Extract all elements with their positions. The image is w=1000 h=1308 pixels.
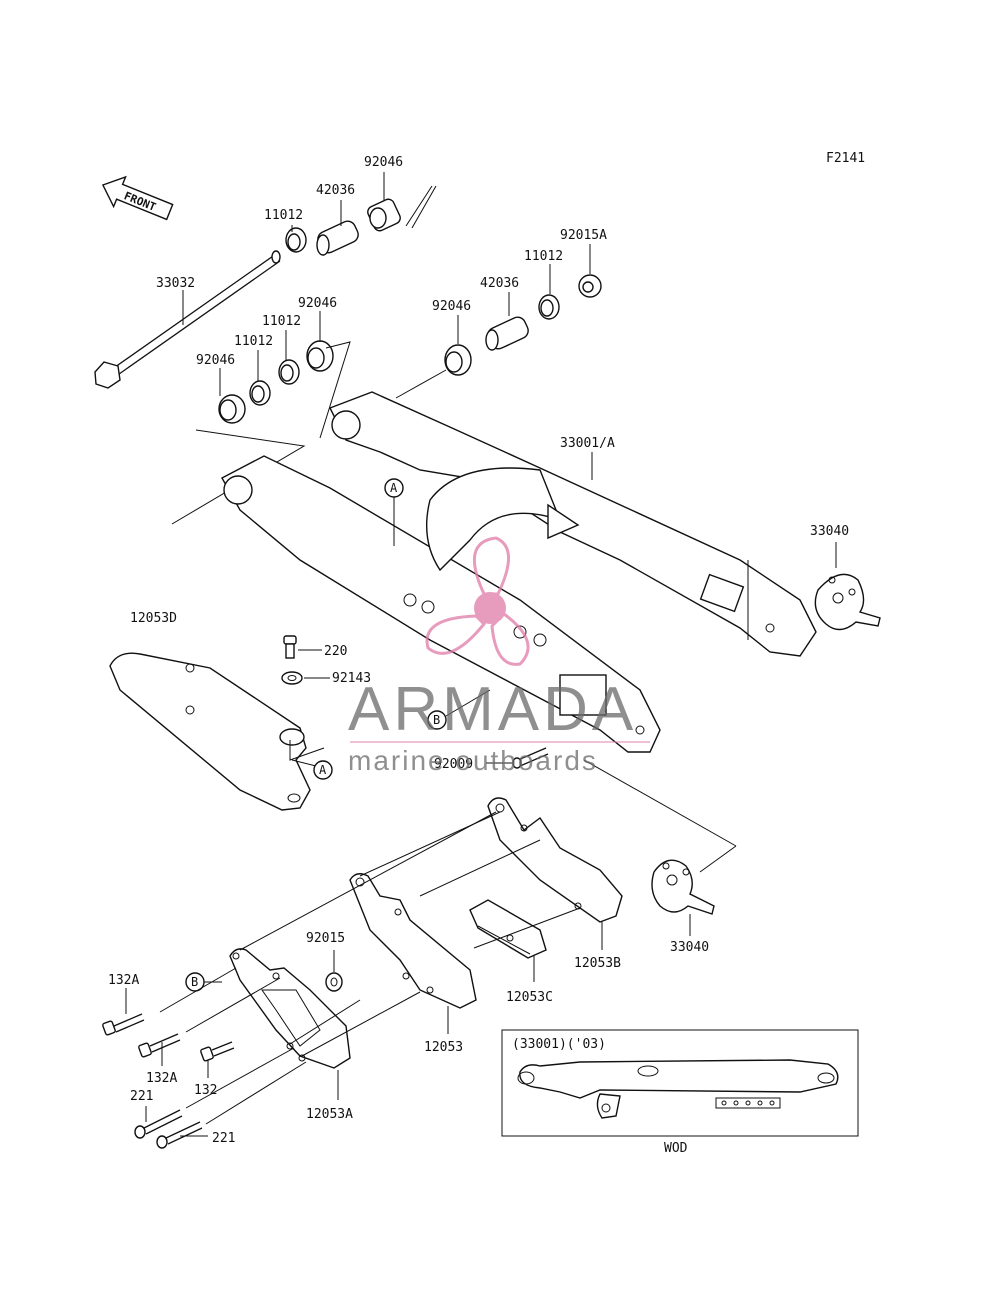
seal-11012-left-upper <box>278 359 300 385</box>
label-132A-lower: 132A <box>146 1071 177 1086</box>
label-92143: 92143 <box>332 671 371 686</box>
label-92015: 92015 <box>306 931 345 946</box>
screw-221-lower <box>156 1121 203 1149</box>
inset-box: (33001)('03) <box>501 1029 859 1137</box>
watermark-brand: ARMADA <box>348 675 637 744</box>
chain-guide-12053D <box>109 652 311 811</box>
seal-11012-right <box>538 294 560 320</box>
inset-title: (33001)('03) <box>512 1037 606 1052</box>
collar-42036-top <box>316 220 359 256</box>
label-92046-right: 92046 <box>432 299 471 314</box>
label-11012-left-upper: 11012 <box>262 314 301 329</box>
bearing-92046-left-upper <box>306 340 334 372</box>
bolt-132A-upper <box>102 1013 145 1036</box>
front-arrow-icon: FRONT <box>101 175 174 221</box>
bolt-220 <box>283 635 297 659</box>
label-11012-left-lower: 11012 <box>234 334 273 349</box>
ref-circle-a-upper: A <box>384 478 404 498</box>
bearing-92046-right <box>444 344 472 376</box>
label-42036-right: 42036 <box>480 276 519 291</box>
label-221-upper: 221 <box>130 1089 153 1104</box>
adjuster-plate-33040-bottom <box>651 859 715 915</box>
guard-plate-12053B <box>487 797 623 923</box>
swingarm <box>221 391 817 753</box>
label-12053A: 12053A <box>306 1107 353 1122</box>
bearing-92046-left-lower <box>218 394 246 424</box>
screw-221-upper <box>134 1109 183 1139</box>
figure-code: F2141 <box>826 151 865 166</box>
slider-pad-12053C <box>469 899 547 959</box>
label-33040-top: 33040 <box>810 524 849 539</box>
label-132: 132 <box>194 1083 217 1098</box>
collar-42036-right <box>485 316 529 351</box>
nut-92015A <box>578 274 602 298</box>
label-92046-top: 92046 <box>364 155 403 170</box>
label-42036-top: 42036 <box>316 183 355 198</box>
label-33001A: 33001/A <box>560 436 615 451</box>
guard-plate-12053 <box>349 873 477 1009</box>
bolt-132 <box>200 1041 235 1062</box>
label-12053B: 12053B <box>574 956 621 971</box>
pivot-shaft <box>94 250 281 389</box>
label-92046-left-lower: 92046 <box>196 353 235 368</box>
svg-text:B: B <box>433 713 440 727</box>
label-12053: 12053 <box>424 1040 463 1055</box>
label-12053C: 12053C <box>506 990 553 1005</box>
label-92015A: 92015A <box>560 228 607 243</box>
bolt-132A-lower <box>138 1033 181 1058</box>
svg-text:A: A <box>319 763 327 777</box>
nut-92015 <box>325 972 343 992</box>
guide-block-12053A <box>229 948 351 1069</box>
label-132A-upper: 132A <box>108 973 139 988</box>
label-220: 220 <box>324 644 347 659</box>
propeller-logo-icon <box>425 536 530 666</box>
inset-caption: WOD <box>664 1141 688 1156</box>
adjuster-plate-33040-top <box>814 573 881 631</box>
watermark-tagline: marine outboards <box>348 745 598 776</box>
label-221-lower: 221 <box>212 1131 235 1146</box>
svg-text:B: B <box>191 975 198 989</box>
seal-11012-top <box>285 227 307 253</box>
armada-watermark: ARMADA marine outboards <box>348 536 650 776</box>
label-33032: 33032 <box>156 276 195 291</box>
seal-11012-left-lower <box>249 380 271 406</box>
bearing-92046-top <box>367 198 401 232</box>
washer-92143 <box>281 671 303 685</box>
svg-text:A: A <box>390 481 398 495</box>
label-12053D: 12053D <box>130 611 177 626</box>
ref-circle-a-lower: A <box>313 760 333 780</box>
label-92009: 92009 <box>434 757 473 772</box>
label-92046-left-upper: 92046 <box>298 296 337 311</box>
label-11012-top: 11012 <box>264 208 303 223</box>
label-11012-right: 11012 <box>524 249 563 264</box>
bolt-92009 <box>512 747 549 769</box>
label-33040-bottom: 33040 <box>670 940 709 955</box>
ref-circle-b-upper: B <box>427 710 447 730</box>
